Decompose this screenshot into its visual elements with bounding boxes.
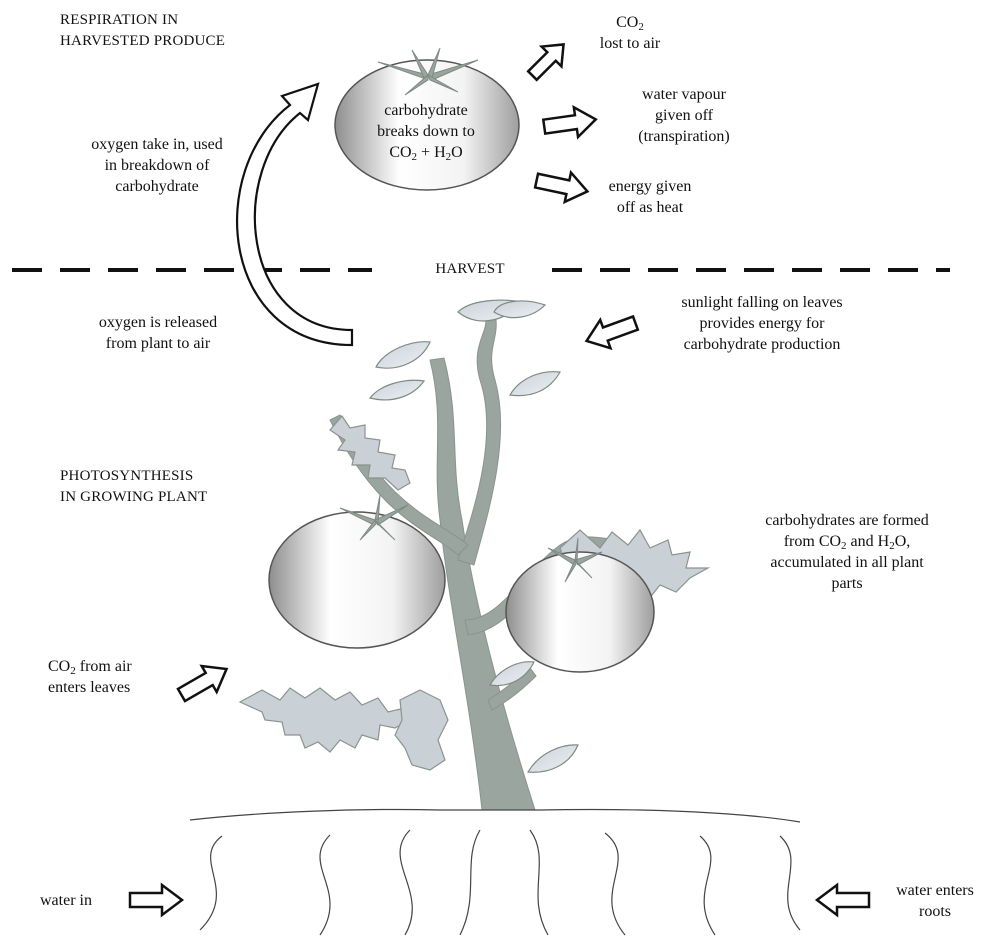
respiration-heading: RESPIRATION IN HARVESTED PRODUCE	[60, 12, 226, 49]
heat-arrow	[533, 169, 590, 205]
water-vapour-label: water vapour given off (transpiration)	[638, 86, 730, 145]
co2-enters-arrow	[176, 664, 229, 703]
sunlight-arrow	[584, 314, 640, 351]
fruit-calyx-top	[377, 47, 479, 96]
water-vapour-arrow	[541, 105, 598, 140]
oxygen-released-label: oxygen is released from plant to air	[98, 314, 218, 352]
leaf-right-mid	[509, 371, 561, 397]
water-in-arrow	[128, 882, 185, 918]
plant-fruits	[268, 511, 655, 673]
oxygen-taken-label: oxygen take in, used in breakdown of car…	[91, 136, 223, 195]
co2-lost-arrow	[526, 43, 565, 82]
sunlight-label: sunlight falling on leaves provides ener…	[681, 294, 843, 353]
photosynthesis-heading: PHOTOSYNTHESIS IN GROWING PLANT	[60, 468, 208, 505]
ground-and-roots	[189, 808, 801, 936]
oxygen-cycle-arrow	[236, 82, 354, 347]
leaf-small-stem	[489, 661, 535, 687]
carb-formed-label: carbohydrates are formed from CO2 and H2…	[765, 512, 929, 592]
fruit-calyxes	[339, 494, 603, 583]
heat-label: energy given off as heat	[608, 178, 692, 216]
harvested-fruit	[334, 47, 520, 191]
leaf-left-2	[368, 379, 426, 401]
small-leaves	[368, 299, 579, 773]
carb-breakdown-label: carbohydrate breaks down to CO2 + H2O	[377, 102, 475, 163]
water-enters-label: water enters roots	[896, 882, 974, 920]
co2-enters-label: CO2 from air enters leaves	[48, 658, 132, 696]
ground-line	[189, 808, 801, 823]
leaf-left-1	[375, 341, 431, 369]
fruit-right	[505, 551, 655, 673]
co2-lost-label: CO2 lost to air	[599, 14, 661, 52]
leaf-top-right	[493, 300, 547, 319]
harvest-label: HARVEST	[435, 261, 505, 277]
leaf-lower-left	[238, 687, 411, 753]
leaf-bottom-right	[526, 744, 579, 773]
leaf-upper-left	[329, 415, 411, 491]
arrows	[128, 43, 871, 918]
water-in-label: water in	[40, 892, 92, 909]
water-enters-arrow	[814, 882, 871, 918]
leaf-lower-mid	[394, 689, 449, 771]
fruit-left	[268, 511, 446, 649]
